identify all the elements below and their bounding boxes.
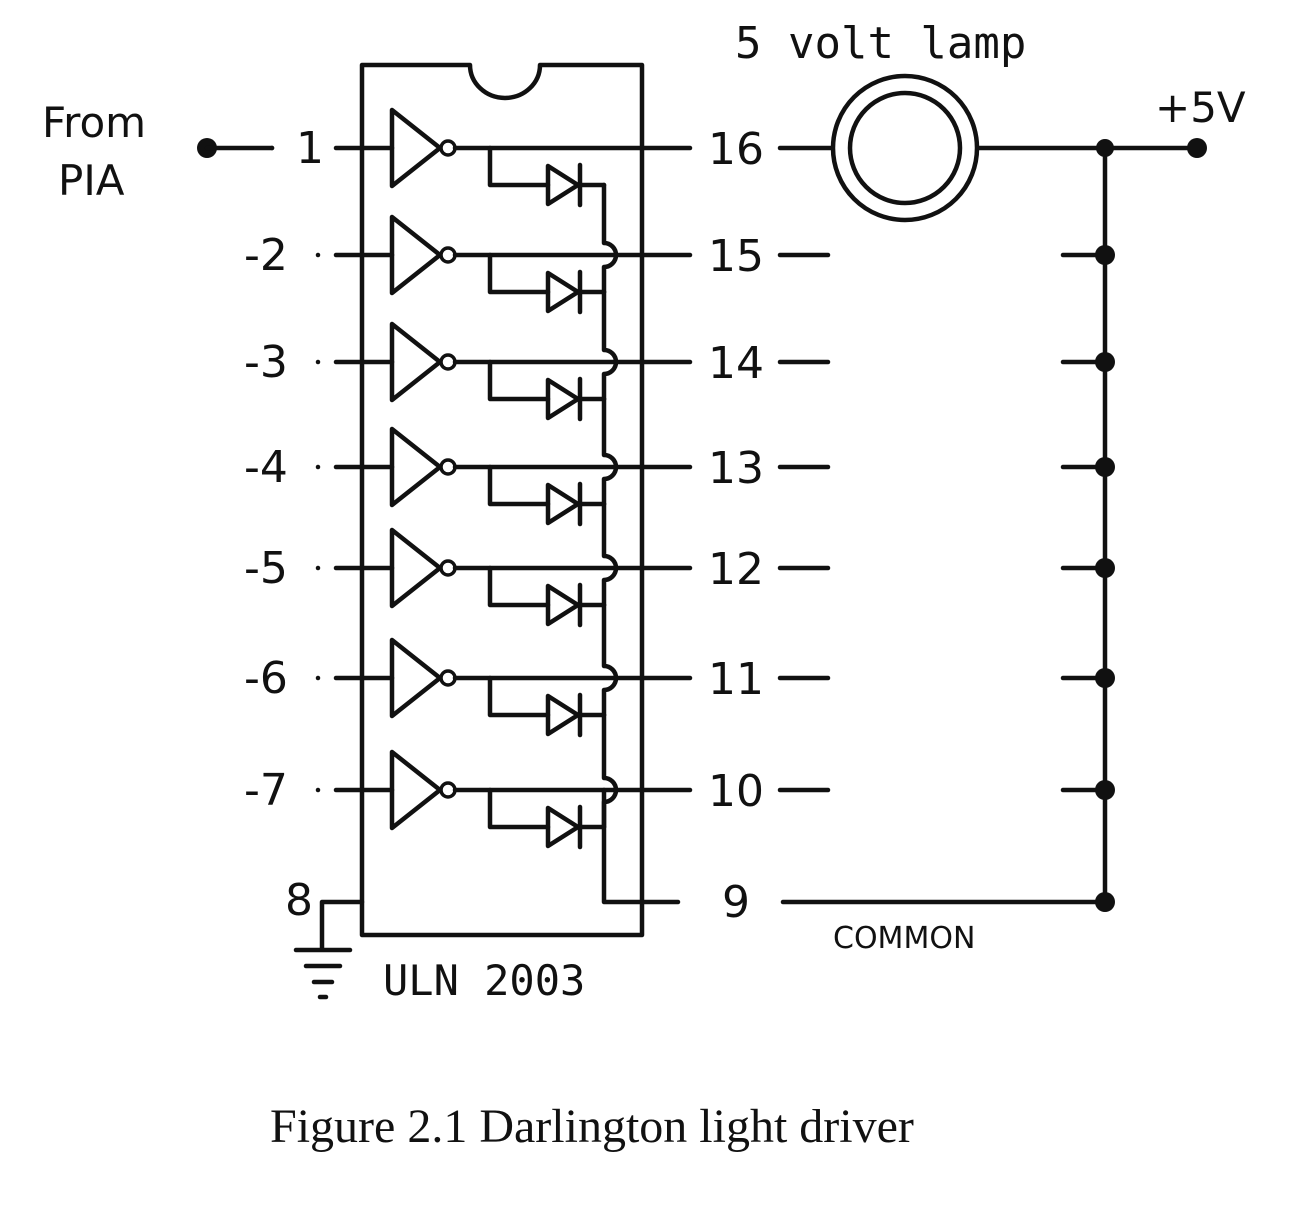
inverter-icon-3 [389,321,443,403]
diode-icon-6 [545,693,581,737]
chip-body [359,62,645,938]
right-pin-label-4: 13 [708,443,764,494]
right-pin-label-3: 14 [708,338,764,389]
right-pin-label-5: 12 [708,544,764,595]
left-pin-label-6: -6 [244,653,288,704]
chip-label: ULN 2003 [383,956,585,1005]
common-pin-label: 9 [722,877,750,928]
ground-icon [293,947,353,1000]
source-label-line2: PIA [58,156,125,205]
right-pin-label-7: 10 [708,766,764,817]
diode-icon-7 [545,805,581,849]
inverter-icon-2 [389,214,443,296]
inverter-icon-7 [389,749,443,831]
left-pin-label-1: 1 [296,123,324,174]
right-pin-label-1: 16 [708,124,764,175]
left-pin-label-5: -5 [244,543,288,594]
right-pin-label-6: 11 [708,654,764,705]
inverter-icon-5 [389,527,443,609]
driver-channels: 1 16 -2 15 -3 14 -4 13 -5 12 -6 11 -7 10 [244,107,1115,850]
supply-terminal [1187,138,1207,158]
left-pin-label-3: -3 [244,337,288,388]
diode-icon-1 [545,163,581,207]
bus-node-2 [1095,245,1115,265]
left-pin-label-4: -4 [244,442,288,493]
left-pin-label-2: -2 [244,230,288,281]
bus-node-5 [1095,558,1115,578]
bus-node-7 [1095,780,1115,800]
inverter-icon-1 [389,107,443,189]
inverter-icon-4 [389,426,443,508]
inverter-icon-6 [389,637,443,719]
source-label-line1: From [42,98,146,147]
supply-label: +5V [1155,83,1246,132]
ground-pin-label: 8 [285,875,313,926]
lamp-icon [830,73,980,223]
diode-icon-3 [545,377,581,421]
diode-icon-2 [545,270,581,314]
diode-icon-4 [545,482,581,526]
diode-icon-5 [545,583,581,627]
figure-caption: Figure 2.1 Darlington light driver [270,1100,914,1153]
bus-node-3 [1095,352,1115,372]
bus-node-6 [1095,668,1115,688]
right-pin-label-2: 15 [708,231,764,282]
left-pin-label-7: -7 [244,765,288,816]
bus-node-4 [1095,457,1115,477]
lamp-label: 5 volt lamp [735,18,1026,69]
common-label: COMMON [833,921,975,956]
